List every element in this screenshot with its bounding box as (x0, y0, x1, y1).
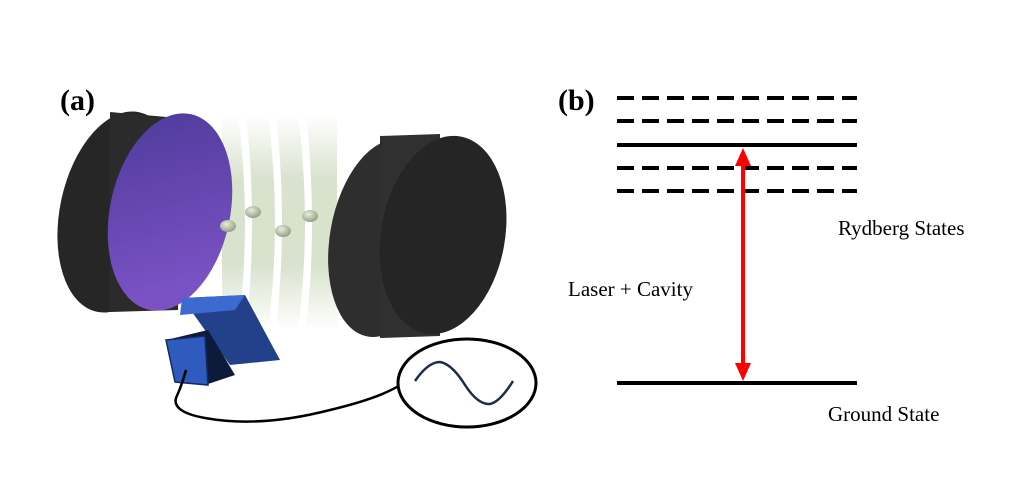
panel-a-label: (a) (60, 84, 95, 117)
energy-levels (617, 96, 857, 385)
sine-wave (413, 360, 515, 406)
standing-wave-beams (222, 115, 337, 330)
oscilloscope-signal (396, 337, 538, 429)
detector (165, 295, 280, 386)
left-mirror (57, 111, 233, 313)
atoms (220, 206, 318, 237)
mirror-coating (107, 113, 233, 311)
atom (275, 225, 291, 237)
rydberg-states-label: Rydberg States (838, 216, 965, 240)
panel-b-label: (b) (558, 84, 595, 117)
atom (220, 220, 236, 232)
atom (302, 210, 318, 222)
laser-cavity-label: Laser + Cavity (568, 277, 693, 301)
ground-state-label: Ground State (828, 402, 939, 426)
atom (245, 206, 261, 218)
transition-arrow (735, 148, 751, 381)
right-mirror (328, 134, 507, 338)
cable (174, 369, 401, 423)
